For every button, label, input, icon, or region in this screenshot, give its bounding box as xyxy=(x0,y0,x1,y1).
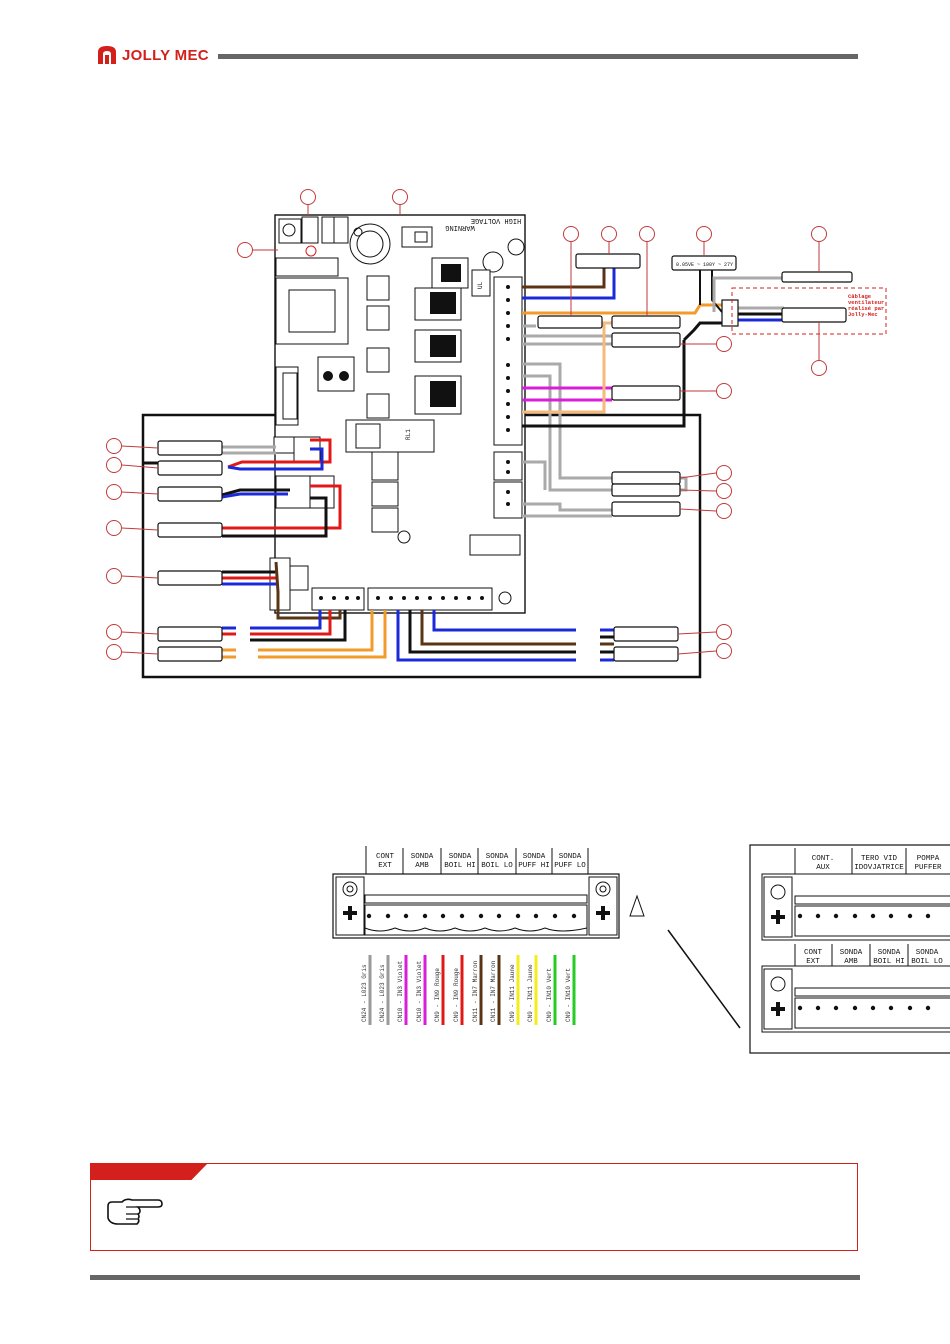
brand-logo: JOLLY MEC xyxy=(96,44,209,66)
fan-note: Câblage ventilateur réalisé par Jolly-Me… xyxy=(848,293,888,318)
header-cont-aux: CONT.AUX xyxy=(812,855,835,872)
ul-label: UL xyxy=(477,281,484,289)
supply-label: 0.05VE ~ 100Y ~ 27Y xyxy=(676,262,733,268)
pointing-hand-icon xyxy=(107,1198,163,1225)
wire-label-8: CN11 - IN7 Marron xyxy=(490,960,497,1022)
footer-rule xyxy=(90,1275,860,1280)
marker-a-triangle xyxy=(629,894,645,917)
terminal-strip-bottom xyxy=(311,587,365,611)
component-tags xyxy=(157,253,853,662)
logo-icon xyxy=(98,46,116,64)
wiring-diagram: HIGH VOLTAGE WARNING RL1 UL xyxy=(106,189,950,1054)
note-tab xyxy=(90,1163,208,1180)
relay-label: RL1 xyxy=(405,429,412,440)
wire-legend xyxy=(368,955,576,1025)
warning-line1: HIGH VOLTAGE xyxy=(471,216,521,224)
note-box xyxy=(90,1163,858,1251)
wire-label-11: CN9 - IN10 Vert xyxy=(546,968,553,1022)
wire-label-2: CN24 - L023 Gris xyxy=(379,964,386,1022)
brand-name: JOLLY MEC xyxy=(122,46,209,64)
wire-label-7: CN11 - IN7 Marron xyxy=(472,960,479,1022)
leader-line xyxy=(667,929,741,1029)
wire-label-9: CN9 - IN11 Jaune xyxy=(509,964,516,1022)
warning-line2: WARNING xyxy=(445,223,474,231)
fan-wiring-box xyxy=(731,287,887,335)
terminal-screws-right xyxy=(506,285,510,506)
callout-leaders xyxy=(121,205,820,655)
wires-left xyxy=(143,438,387,659)
wires-right xyxy=(522,268,784,518)
wire-label-4: CN10 - IN3 Violet xyxy=(416,961,423,1022)
wire-label-3: CN10 - IN3 Violet xyxy=(397,961,404,1022)
detail-right-screws xyxy=(797,913,931,1011)
detail-right xyxy=(749,844,950,1054)
terminal-strip-right xyxy=(493,276,523,446)
header-rule xyxy=(218,54,858,59)
detail-left-screws xyxy=(366,913,577,919)
wires-bottom-right xyxy=(396,610,614,662)
callout-circles xyxy=(106,189,827,660)
detail-left xyxy=(332,846,620,939)
wire-label-1: CN24 - L023 Gris xyxy=(361,964,368,1022)
terminal-screws-bottom xyxy=(319,596,484,600)
wire-label-10: CN9 - IN11 Jaune xyxy=(527,964,534,1022)
wire-label-5: CN9 - IN9 Rouge xyxy=(434,968,441,1022)
wire-label-12: CN9 - IN10 Vert xyxy=(565,968,572,1022)
wire-legend-labels: CN24 - L023 Gris CN24 - L023 Gris CN10 -… xyxy=(361,960,572,1022)
wire-label-6: CN9 - IN9 Rouge xyxy=(453,968,460,1022)
